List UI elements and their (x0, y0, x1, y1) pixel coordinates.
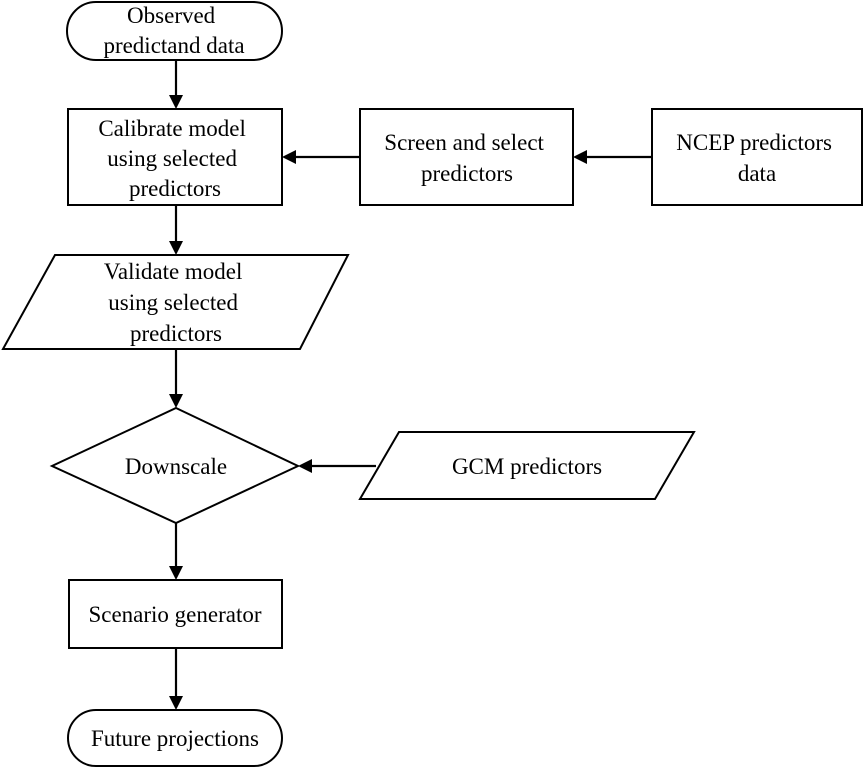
node-label-line: using selected (108, 290, 238, 315)
node-scenario-generator: Scenario generator (68, 579, 283, 649)
arrowhead (169, 566, 183, 580)
arrow-observed-to-calibrate (169, 60, 183, 109)
node-label-line: predictors (129, 176, 221, 201)
svg-text:GCM predictors: GCM predictors (452, 454, 602, 479)
arrow-calibrate-to-validate (169, 205, 183, 255)
node-label-line: Scenario generator (88, 602, 261, 627)
node-observed-predictand-data: Observed predictand data (66, 1, 283, 61)
svg-text:Calibrate model using se: Calibrate model using selected predictor… (98, 116, 251, 201)
process-box (651, 108, 863, 206)
arrowhead (169, 95, 183, 109)
node-label-line: predictors (421, 161, 513, 186)
arrowhead (298, 459, 312, 473)
node-label-line: Observed (127, 3, 216, 28)
svg-text:Scenario generator: Scenario generator (88, 602, 261, 627)
parallelogram-shape (1, 254, 350, 350)
arrow-screen-to-calibrate (282, 150, 360, 164)
parallelogram-shape (358, 431, 696, 500)
svg-text:Validate model using sel: Validate model using selected predictors (104, 259, 248, 346)
node-label-line: NCEP predictors (676, 130, 832, 155)
arrow-scenario-to-future (169, 648, 183, 710)
node-validate-model: Validate model using selected predictors (1, 254, 350, 350)
svg-text:NCEP predictors data: NCEP predictors data (676, 130, 837, 186)
terminator-shape (67, 709, 283, 767)
arrowhead (282, 150, 296, 164)
arrowhead (573, 150, 587, 164)
arrow-ncep-to-screen (573, 150, 652, 164)
terminator-shape (66, 1, 283, 61)
node-label-line: predictand data (103, 33, 244, 58)
svg-text:Downscale: Downscale (125, 454, 227, 479)
node-label-line: Future projections (91, 726, 259, 751)
svg-text:Observed predictand data: Observed predictand data (103, 3, 244, 58)
arrow-downscale-to-scenario (169, 523, 183, 580)
node-label-line: Calibrate model (98, 116, 246, 141)
svg-text:Screen and select predic: Screen and select predictors (384, 130, 549, 186)
node-label-line: GCM predictors (452, 454, 602, 479)
node-gcm-predictors: GCM predictors (358, 431, 696, 500)
arrow-validate-to-downscale (169, 349, 183, 408)
node-downscale: Downscale (49, 406, 301, 525)
arrowhead (169, 696, 183, 710)
node-future-projections: Future projections (67, 709, 283, 767)
node-label-line: Downscale (125, 454, 227, 479)
node-label-line: using selected (107, 146, 237, 171)
node-calibrate-model: Calibrate model using selected predictor… (67, 108, 283, 206)
node-label-line: predictors (130, 321, 222, 346)
node-label-line: Validate model (104, 259, 243, 284)
arrowhead (169, 394, 183, 408)
node-ncep-predictors-data: NCEP predictors data (651, 108, 863, 206)
node-screen-and-select-predictors: Screen and select predictors (359, 108, 574, 206)
process-box (359, 108, 574, 206)
arrowhead (169, 241, 183, 255)
process-box (68, 579, 283, 649)
node-label-line: Screen and select (384, 130, 544, 155)
arrow-gcm-to-downscale (298, 459, 376, 473)
node-label-line: data (738, 161, 776, 186)
svg-text:Future projections: Future projections (91, 726, 259, 751)
